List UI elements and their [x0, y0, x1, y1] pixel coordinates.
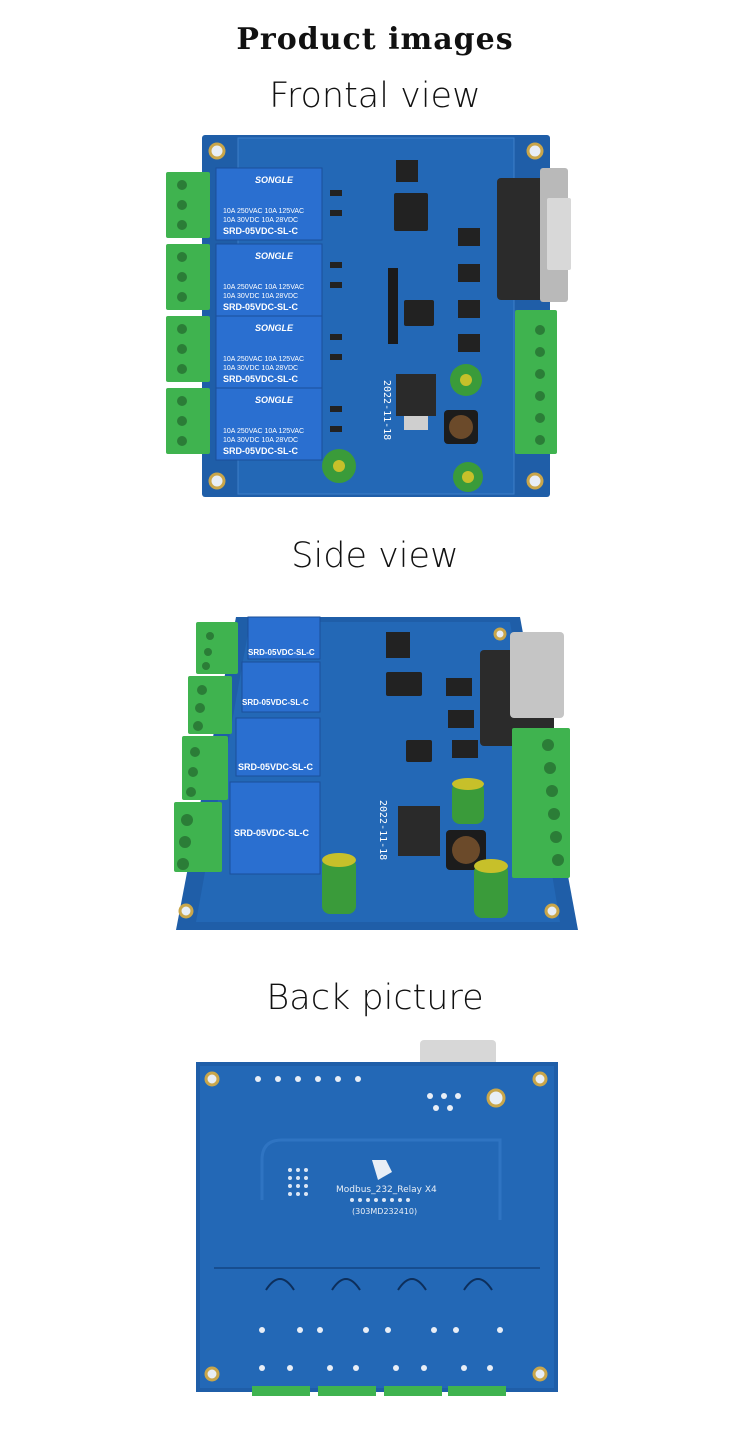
relay-model-4: SRD-05VDC-SL-C — [223, 446, 299, 456]
relay-rating-4a: 10A 250VAC 10A 125VAC — [223, 428, 304, 435]
side-board-date: 2022-11-18 — [377, 800, 388, 860]
relay-brand-3: SONGLE — [255, 323, 294, 333]
relay-brand-4: SONGLE — [255, 395, 294, 405]
relay-model-2: SRD-05VDC-SL-C — [223, 302, 299, 312]
front-relays — [215, 167, 323, 461]
relay-rating-2b: 10A 30VDC 10A 28VDC — [223, 293, 298, 300]
side-relay-model-1: SRD-05VDC-SL-C — [248, 648, 315, 657]
front-board-date: 2022-11-18 — [381, 380, 392, 440]
back-model-label: Modbus_232_Relay X4 — [336, 1185, 437, 1195]
frontal-view-label: Frontal view — [269, 76, 481, 116]
back-picture-label: Back picture — [266, 978, 484, 1018]
side-board-image: SRD-05VDC-SL-C SRD-05VDC-SL-C SRD-05VDC-… — [174, 616, 578, 930]
back-board-image: Modbus_232_Relay X4 (303MD232410) — [196, 1040, 558, 1396]
side-relay-model-2: SRD-05VDC-SL-C — [242, 698, 309, 707]
side-view-label: Side view — [291, 536, 459, 576]
relay-rating-3b: 10A 30VDC 10A 28VDC — [223, 365, 298, 372]
page-heading: Product images — [236, 22, 514, 57]
relay-rating-1b: 10A 30VDC 10A 28VDC — [223, 217, 298, 224]
relay-model-1: SRD-05VDC-SL-C — [223, 226, 299, 236]
back-code-label: (303MD232410) — [352, 1207, 417, 1216]
side-relay-model-4: SRD-05VDC-SL-C — [234, 828, 310, 838]
brand-logo-icon — [372, 1160, 392, 1180]
relay-model-3: SRD-05VDC-SL-C — [223, 374, 299, 384]
relay-rating-1a: 10A 250VAC 10A 125VAC — [223, 208, 304, 215]
relay-brand-2: SONGLE — [255, 251, 294, 261]
side-relay-model-3: SRD-05VDC-SL-C — [238, 762, 314, 772]
front-terminal-blocks — [166, 172, 210, 454]
relay-brand-1: SONGLE — [255, 175, 294, 185]
relay-rating-4b: 10A 30VDC 10A 28VDC — [223, 437, 298, 444]
relay-rating-2a: 10A 250VAC 10A 125VAC — [223, 284, 304, 291]
front-board-image: SONGLE 10A 250VAC 10A 125VAC 10A 30VDC 1… — [166, 135, 571, 497]
relay-rating-3a: 10A 250VAC 10A 125VAC — [223, 356, 304, 363]
